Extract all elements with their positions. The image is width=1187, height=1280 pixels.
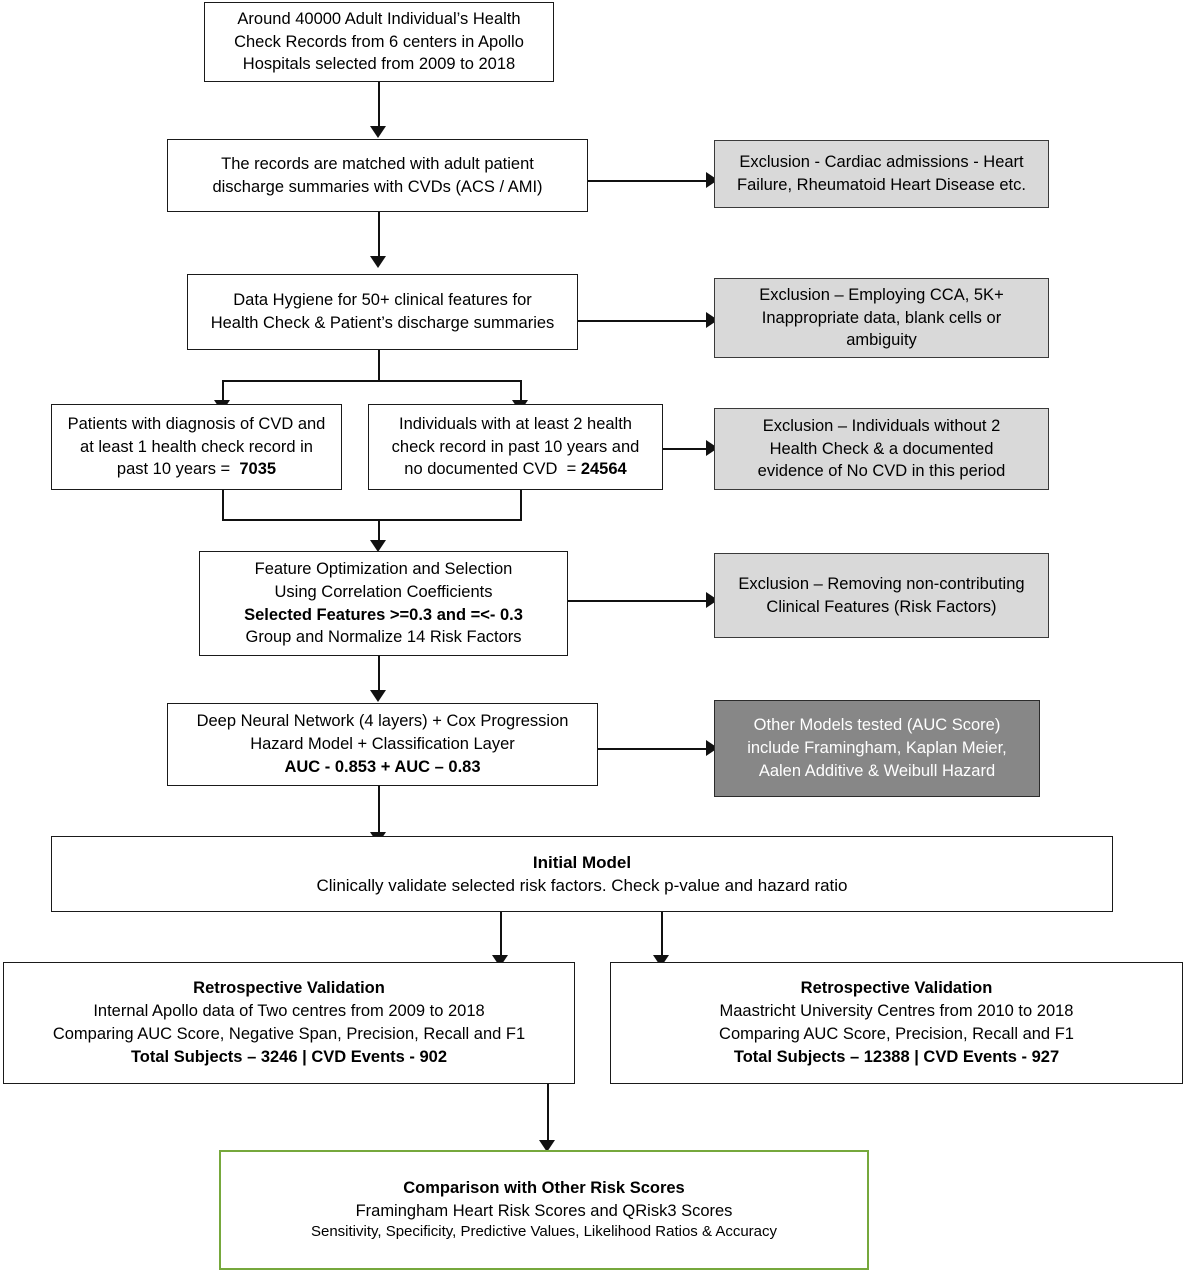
no-cvd-cohort-line-3: no documented CVD = 24564 xyxy=(404,460,627,479)
node-cvd-cohort: Patients with diagnosis of CVD and at le… xyxy=(51,404,342,490)
node-source-records: Around 40000 Adult Individual’s Health C… xyxy=(204,2,554,82)
arrow-validation-to-comparison xyxy=(539,1140,555,1152)
exclusion-cardiac-line-1: Exclusion - Cardiac admissions - Heart xyxy=(739,153,1024,172)
feature-optimization-line-4: Group and Normalize 14 Risk Factors xyxy=(245,628,522,647)
source-records-line-2: Check Records from 6 centers in Apollo xyxy=(234,32,524,51)
connector-cohort-to-exclusion-individuals xyxy=(663,448,708,451)
cvd-cohort-line-2: at least 1 health check record in xyxy=(80,437,313,456)
exclusion-individuals-line-1: Exclusion – Individuals without 2 xyxy=(762,416,1001,435)
validation-maastricht-line-2: Maastricht University Centres from 2010 … xyxy=(719,1002,1074,1021)
node-feature-optimization: Feature Optimization and Selection Using… xyxy=(199,551,568,656)
arrow-source-to-matched xyxy=(370,126,386,138)
node-data-hygiene: Data Hygiene for 50+ clinical features f… xyxy=(187,274,578,350)
exclusion-cca-line-1: Exclusion – Employing CCA, 5K+ xyxy=(759,285,1004,304)
comparison-title: Comparison with Other Risk Scores xyxy=(403,1178,685,1197)
connector-matched-to-exclusion-cardiac xyxy=(588,180,708,183)
connector-hygiene-split-stem xyxy=(378,350,381,382)
other-models-line-3: Aalen Additive & Weibull Hazard xyxy=(758,761,996,780)
connector-merge-bar xyxy=(222,519,522,522)
comparison-line-3: Sensitivity, Specificity, Predictive Val… xyxy=(310,1223,778,1241)
other-models-line-2: include Framingham, Kaplan Meier, xyxy=(747,739,1007,758)
matched-records-line-2: discharge summaries with CVDs (ACS / AMI… xyxy=(212,177,543,196)
feature-optimization-line-1: Feature Optimization and Selection xyxy=(254,559,513,578)
connector-model-to-other-models xyxy=(598,748,708,751)
exclusion-features-line-1: Exclusion – Removing non-contributing xyxy=(738,574,1025,593)
exclusion-cca-line-2: Inappropriate data, blank cells or xyxy=(761,308,1002,327)
node-matched-records: The records are matched with adult patie… xyxy=(167,139,588,212)
node-model: Deep Neural Network (4 layers) + Cox Pro… xyxy=(167,703,598,786)
model-line-2: Hazard Model + Classification Layer xyxy=(250,735,515,754)
initial-model-title: Initial Model xyxy=(532,852,632,872)
validation-maastricht-totals: Total Subjects – 12388 | CVD Events - 92… xyxy=(733,1047,1060,1066)
no-cvd-cohort-line-2: check record in past 10 years and xyxy=(391,437,640,456)
node-exclusion-features: Exclusion – Removing non-contributing Cl… xyxy=(714,553,1049,638)
cvd-cohort-line-1: Patients with diagnosis of CVD and xyxy=(67,414,326,433)
validation-internal-line-3: Comparing AUC Score, Negative Span, Prec… xyxy=(52,1025,526,1043)
data-hygiene-line-2: Health Check & Patient’s discharge summa… xyxy=(210,314,555,332)
node-no-cvd-cohort: Individuals with at least 2 health check… xyxy=(368,404,663,490)
exclusion-individuals-line-2: Health Check & a documented xyxy=(769,439,994,458)
validation-internal-totals: Total Subjects – 3246 | CVD Events - 902 xyxy=(130,1047,448,1066)
validation-maastricht-line-3: Comparing AUC Score, Precision, Recall a… xyxy=(719,1025,1074,1043)
arrow-features-to-model xyxy=(370,690,386,702)
node-validation-internal: Retrospective Validation Internal Apollo… xyxy=(3,962,575,1084)
model-line-3: AUC - 0.853 + AUC – 0.83 xyxy=(284,757,481,776)
no-cvd-cohort-count: 24564 xyxy=(580,460,627,479)
connector-source-to-matched xyxy=(378,82,381,126)
node-comparison: Comparison with Other Risk Scores Framin… xyxy=(219,1150,869,1270)
validation-internal-title: Retrospective Validation xyxy=(193,979,385,998)
connector-features-to-exclusion-features xyxy=(568,600,708,603)
arrow-matched-to-hygiene xyxy=(370,256,386,268)
cvd-cohort-line-3: past 10 years = 7035 xyxy=(116,460,277,479)
node-other-models: Other Models tested (AUC Score) include … xyxy=(714,700,1040,797)
exclusion-features-line-2: Clinical Features (Risk Factors) xyxy=(766,597,997,616)
arrow-merge-to-feature-optimization xyxy=(370,540,386,552)
source-records-line-3: Hospitals selected from 2009 to 2018 xyxy=(242,55,516,74)
feature-optimization-line-3: Selected Features >=0.3 and =<- 0.3 xyxy=(244,605,523,624)
comparison-line-2: Framingham Heart Risk Scores and QRisk3 … xyxy=(355,1201,733,1220)
connector-initial-to-validation-right xyxy=(661,912,664,960)
exclusion-cardiac-line-2: Failure, Rheumatoid Heart Disease etc. xyxy=(737,176,1026,194)
source-records-line-1: Around 40000 Adult Individual’s Health xyxy=(237,9,521,28)
connector-model-to-initial xyxy=(378,786,381,832)
no-cvd-cohort-line-1: Individuals with at least 2 health xyxy=(399,414,632,433)
model-line-1: Deep Neural Network (4 layers) + Cox Pro… xyxy=(196,712,569,731)
exclusion-cca-line-3: ambiguity xyxy=(846,331,917,350)
matched-records-line-1: The records are matched with adult patie… xyxy=(221,154,534,173)
connector-cvd-cohort-down xyxy=(222,490,225,521)
validation-maastricht-title: Retrospective Validation xyxy=(800,979,993,998)
exclusion-individuals-line-3: evidence of No CVD in this period xyxy=(757,462,1006,481)
node-validation-maastricht: Retrospective Validation Maastricht Univ… xyxy=(610,962,1183,1084)
data-hygiene-line-1: Data Hygiene for 50+ clinical features f… xyxy=(233,291,532,310)
connector-merge-stem xyxy=(378,519,381,544)
validation-internal-line-2: Internal Apollo data of Two centres from… xyxy=(93,1002,485,1021)
connector-matched-to-hygiene xyxy=(378,212,381,256)
connector-split-left-drop xyxy=(222,380,225,405)
connector-hygiene-split-bar xyxy=(222,380,522,383)
node-exclusion-cardiac: Exclusion - Cardiac admissions - Heart F… xyxy=(714,140,1049,208)
other-models-line-1: Other Models tested (AUC Score) xyxy=(753,716,1001,735)
node-exclusion-cca: Exclusion – Employing CCA, 5K+ Inappropr… xyxy=(714,278,1049,358)
connector-validation-to-comparison xyxy=(547,1084,550,1142)
initial-model-subtitle: Clinically validate selected risk factor… xyxy=(316,876,848,895)
node-exclusion-individuals: Exclusion – Individuals without 2 Health… xyxy=(714,408,1049,490)
connector-features-to-model xyxy=(378,656,381,690)
connector-initial-to-validation-left xyxy=(500,912,503,960)
feature-optimization-line-2: Using Correlation Coefficients xyxy=(274,582,493,601)
connector-nocvd-cohort-down xyxy=(520,490,523,521)
connector-split-right-drop xyxy=(520,380,523,405)
cvd-cohort-count: 7035 xyxy=(239,460,277,479)
connector-hygiene-to-exclusion-cca xyxy=(578,320,708,323)
node-initial-model: Initial Model Clinically validate select… xyxy=(51,836,1113,912)
